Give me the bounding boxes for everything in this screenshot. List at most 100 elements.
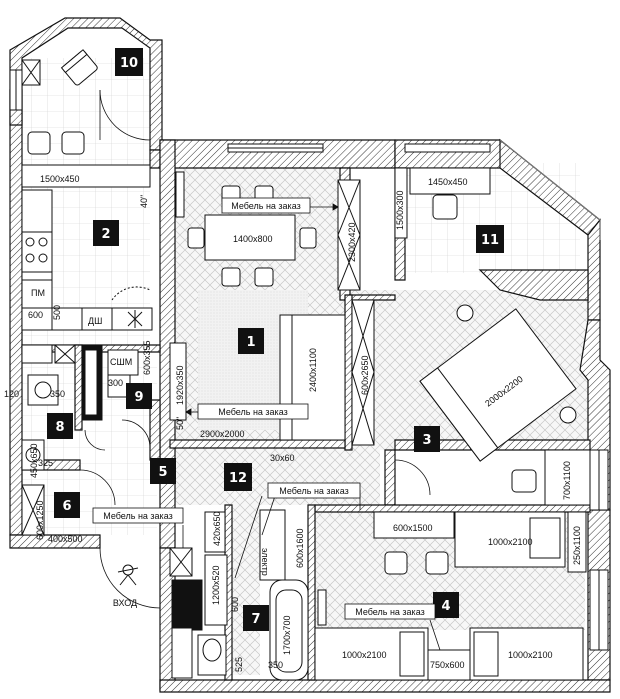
svg-text:600: 600	[230, 597, 240, 612]
svg-text:2: 2	[101, 227, 110, 242]
svg-text:420x650: 420x650	[212, 511, 222, 546]
leader-lines	[182, 203, 441, 651]
svg-text:2900x2000: 2900x2000	[200, 429, 245, 439]
balcony-outline	[499, 139, 601, 240]
svg-text:9: 9	[134, 390, 143, 405]
svg-text:250x1100: 250x1100	[572, 526, 582, 565]
svg-text:700x1100: 700x1100	[562, 461, 572, 500]
svg-text:ПМ: ПМ	[31, 288, 45, 298]
room-marker-10: 10	[115, 48, 143, 76]
note-custom-furniture-2: Мебель на заказ	[197, 403, 309, 420]
doors	[79, 89, 431, 609]
room-10-furniture	[21, 49, 98, 86]
svg-text:600x1250: 600x1250	[35, 500, 45, 540]
room-marker-2: 2	[93, 220, 119, 246]
note-custom-furniture-4: Мебель на заказ	[92, 507, 184, 524]
svg-text:1450x450: 1450x450	[428, 177, 468, 187]
electric-label: электр	[260, 548, 270, 576]
svg-text:12: 12	[229, 471, 247, 486]
svg-text:1500x450: 1500x450	[40, 174, 80, 184]
room-marker-5: 5	[150, 458, 176, 484]
bathroom-7	[171, 509, 309, 681]
cabinet-420x650	[204, 511, 226, 553]
cabinet-600x1600	[259, 509, 286, 581]
person-icon	[117, 564, 139, 586]
svg-text:1920x350: 1920x350	[175, 365, 185, 405]
svg-text:2300x420: 2300x420	[347, 222, 357, 262]
svg-text:Мебель на заказ: Мебель на заказ	[103, 511, 172, 521]
svg-text:750x600: 750x600	[430, 660, 465, 670]
svg-text:3: 3	[422, 433, 431, 448]
svg-text:1000x2100: 1000x2100	[508, 650, 553, 660]
nightstand-750x600	[427, 649, 471, 681]
entrance-label: ВХОД	[113, 598, 137, 608]
svg-text:400x500: 400x500	[48, 534, 83, 544]
desk-700x1100	[544, 449, 591, 506]
room-markers: 10 2 11 1 3 9 8 5 12 6 7 4	[47, 48, 504, 631]
svg-text:325: 325	[38, 458, 53, 468]
svg-text:40": 40"	[139, 195, 149, 208]
svg-text:7: 7	[251, 612, 260, 627]
room-marker-3: 3	[414, 426, 440, 452]
stove-icon	[21, 231, 53, 273]
notes: Мебель на заказ Мебель на заказ Мебель н…	[92, 197, 436, 620]
note-custom-furniture-5: Мебель на заказ	[344, 603, 436, 620]
svg-text:1700x700: 1700x700	[282, 615, 292, 655]
room-marker-6: 6	[54, 492, 80, 518]
svg-text:600: 600	[28, 310, 43, 320]
room-marker-9: 9	[126, 383, 152, 409]
svg-text:ДШ: ДШ	[88, 316, 102, 326]
svg-text:Мебель на заказ: Мебель на заказ	[218, 407, 287, 417]
svg-text:Мебель на заказ: Мебель на заказ	[231, 201, 300, 211]
svg-text:30x60: 30x60	[270, 453, 295, 463]
counter-1500x450	[21, 164, 151, 188]
svg-text:600x1600: 600x1600	[295, 528, 305, 568]
svg-text:50": 50"	[175, 417, 185, 430]
svg-text:1000x2100: 1000x2100	[342, 650, 387, 660]
note-custom-furniture-3: Мебель на заказ	[267, 482, 361, 499]
svg-text:120: 120	[4, 389, 19, 399]
room-marker-11: 11	[476, 225, 504, 253]
svg-text:4: 4	[441, 599, 450, 614]
svg-text:600x2650: 600x2650	[360, 355, 370, 395]
svg-text:2400x1100: 2400x1100	[308, 348, 318, 392]
desk-600x1500	[373, 511, 455, 539]
svg-text:5: 5	[158, 465, 167, 480]
svg-text:Мебель на заказ: Мебель на заказ	[279, 486, 348, 496]
svg-text:525: 525	[234, 657, 244, 672]
svg-text:350: 350	[268, 660, 283, 670]
svg-text:500: 500	[52, 305, 62, 320]
svg-text:1500x300: 1500x300	[395, 190, 405, 230]
svg-text:450x650: 450x650	[29, 443, 39, 478]
tv-1920x350	[169, 342, 187, 421]
svg-text:10: 10	[120, 56, 138, 71]
svg-text:600x1500: 600x1500	[393, 523, 433, 533]
room-marker-8: 8	[47, 413, 73, 439]
appliance-labels: ПМ ДШ СШМ	[31, 288, 132, 367]
svg-text:СШМ: СШМ	[110, 357, 132, 367]
svg-text:Мебель на заказ: Мебель на заказ	[355, 607, 424, 617]
utility-rooms	[21, 344, 193, 577]
svg-text:6: 6	[62, 499, 71, 514]
svg-text:11: 11	[481, 233, 499, 248]
windows	[9, 69, 609, 651]
svg-text:350: 350	[50, 389, 65, 399]
cabinet-1200x520	[204, 554, 228, 626]
table-1400x800	[204, 214, 296, 261]
room-marker-7: 7	[243, 605, 269, 631]
svg-text:1400x800: 1400x800	[233, 234, 273, 244]
svg-text:1200x520: 1200x520	[211, 565, 221, 605]
room-11	[394, 167, 491, 239]
svg-text:300: 300	[108, 378, 123, 388]
room-marker-4: 4	[433, 592, 459, 618]
svg-text:1: 1	[246, 335, 255, 350]
svg-text:1000x2100: 1000x2100	[488, 537, 533, 547]
svg-text:8: 8	[55, 420, 64, 435]
room-marker-1: 1	[238, 328, 264, 354]
bedroom-4	[314, 511, 587, 681]
room-marker-12: 12	[224, 463, 252, 491]
kitchen	[21, 131, 153, 331]
bedroom-3	[351, 299, 591, 506]
note-custom-furniture-1: Мебель на заказ	[221, 197, 311, 214]
